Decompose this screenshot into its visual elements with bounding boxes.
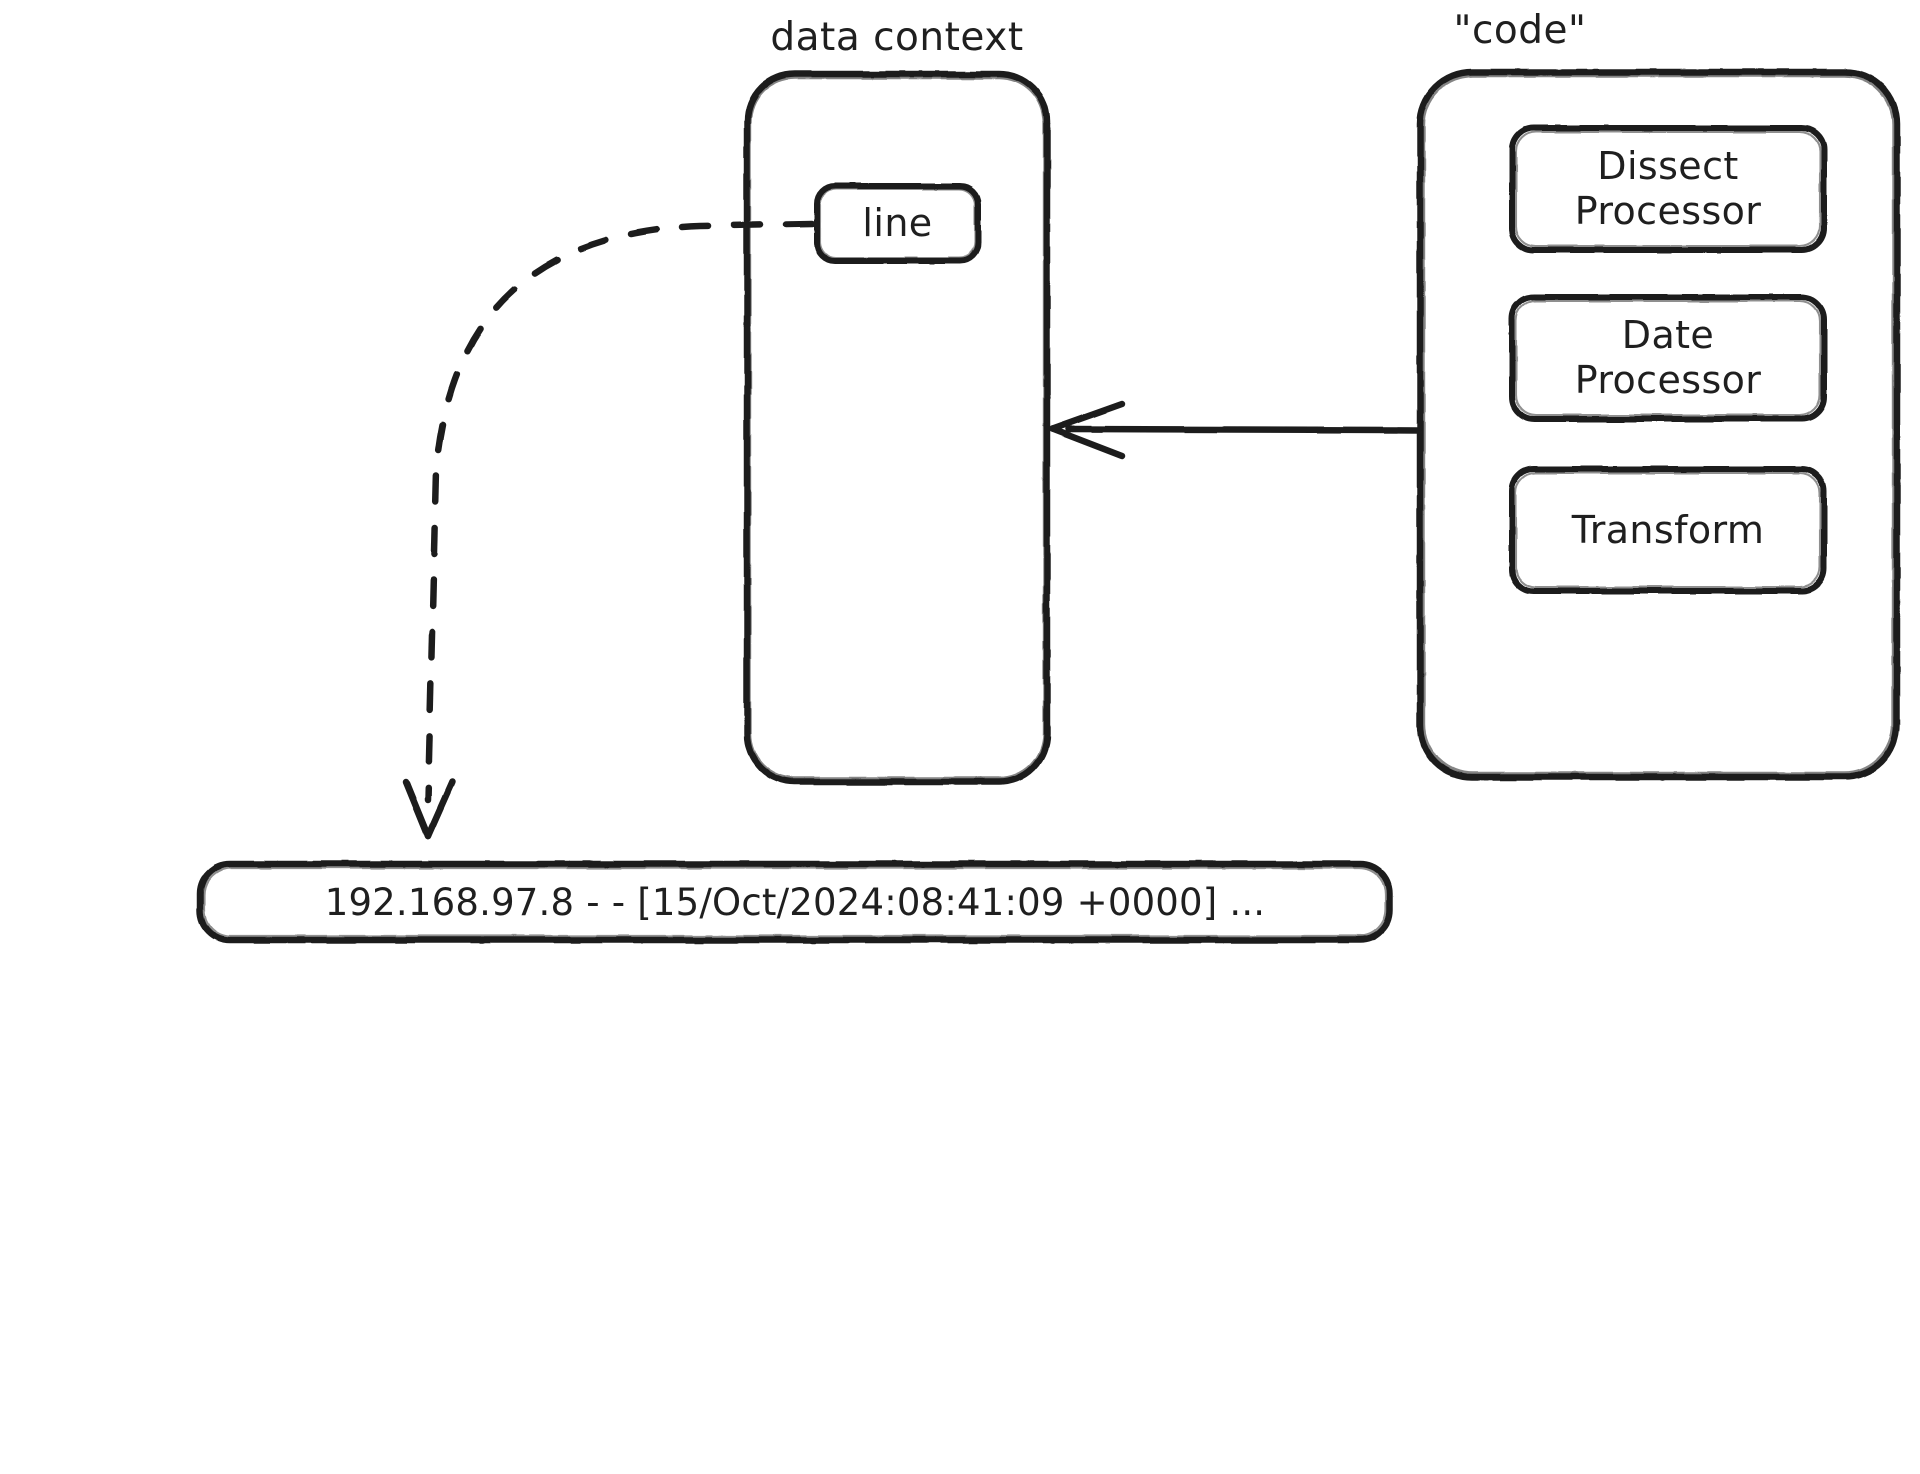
data-context-container-shape: [743, 70, 1051, 786]
log-line-text: 192.168.97.8 - - [15/Oct/2024:08:41:09 +…: [324, 880, 1266, 924]
dissect-processor[interactable]: [1512, 128, 1824, 250]
transform-label: Transform: [1571, 507, 1765, 552]
date-processor[interactable]: [1512, 297, 1824, 419]
code-title: "code": [1453, 8, 1587, 53]
transform[interactable]: [1512, 469, 1824, 591]
dissect-processor-line1: Dissect: [1597, 144, 1739, 189]
data-context-title: data context: [770, 15, 1024, 60]
line-field-label: line: [862, 201, 933, 246]
dissect-processor-line2: Processor: [1574, 189, 1762, 233]
edge-code-to-data-context: [1048, 400, 1422, 460]
date-processor-line2: Processor: [1574, 358, 1762, 402]
edge-line-to-log: [402, 220, 816, 840]
date-processor-label: Date Processor: [1512, 297, 1824, 419]
line-field[interactable]: [817, 186, 978, 261]
dissect-processor-label: Dissect Processor: [1512, 128, 1824, 250]
date-processor-line1: Date: [1621, 313, 1715, 358]
log-line[interactable]: [200, 864, 1390, 940]
